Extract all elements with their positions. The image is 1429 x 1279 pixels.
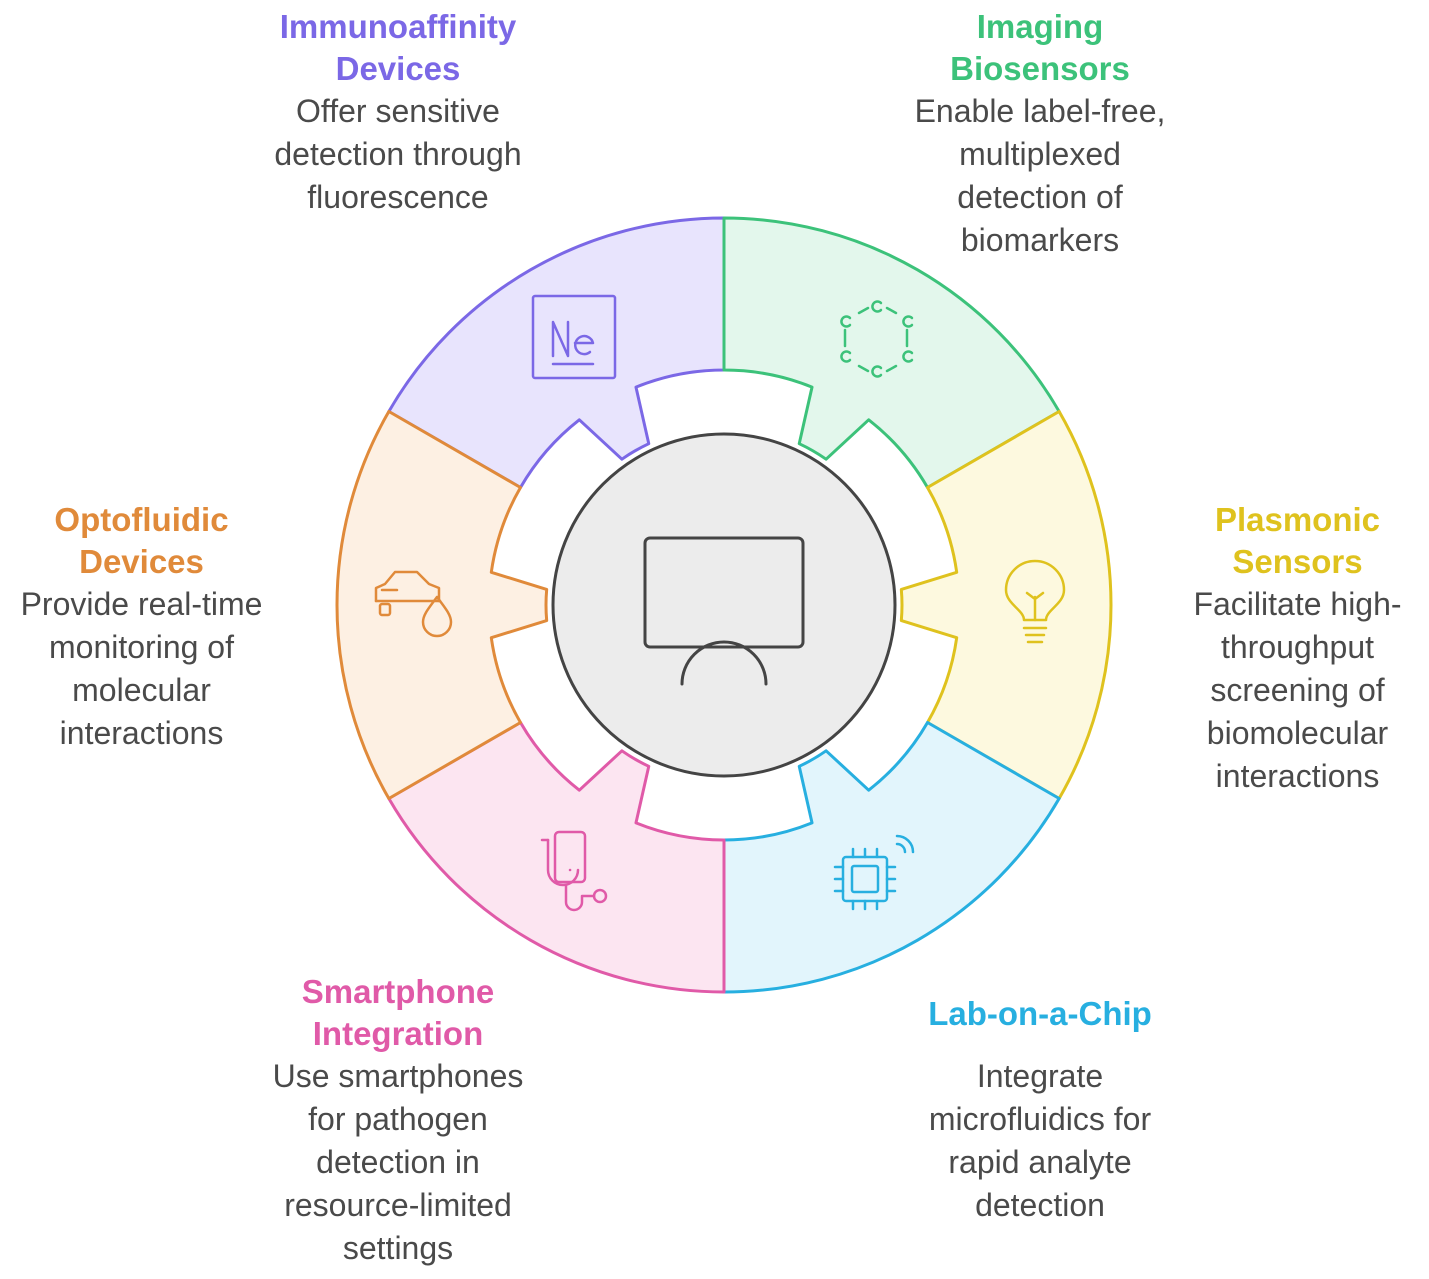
title-line: Immunoaffinity — [279, 8, 517, 45]
title-line: Optofluidic — [54, 501, 229, 538]
center-hub — [551, 432, 897, 778]
desc-line: biomolecular — [1206, 715, 1389, 751]
label-smartphone: Smartphone Integration Use smartphones f… — [238, 971, 558, 1270]
desc-line: screening of — [1210, 672, 1385, 708]
title-line: Plasmonic — [1214, 501, 1381, 538]
desc-line: resource-limited — [284, 1187, 512, 1223]
desc-line: settings — [342, 1230, 454, 1266]
imaging-title: Imaging Biosensors — [880, 6, 1200, 90]
desc-line: rapid analyte — [948, 1144, 1132, 1180]
desc-line: detection through — [274, 136, 522, 172]
optofluidic-title: Optofluidic Devices — [0, 499, 283, 583]
desc-line: Use smartphones — [272, 1058, 524, 1094]
plasmonic-description: Facilitate high- throughput screening of… — [1166, 583, 1429, 798]
label-imaging: Imaging Biosensors Enable label-free, mu… — [880, 6, 1200, 262]
desc-line: interactions — [1215, 758, 1380, 794]
label-labchip: Lab-on-a-Chip Integrate microfluidics fo… — [880, 993, 1200, 1227]
desc-line: Integrate — [976, 1058, 1104, 1094]
desc-line: interactions — [59, 715, 224, 751]
plasmonic-title: Plasmonic Sensors — [1166, 499, 1429, 583]
smartphone-title: Smartphone Integration — [238, 971, 558, 1055]
desc-line: throughput — [1220, 629, 1374, 665]
smartphone-description: Use smartphones for pathogen detection i… — [238, 1055, 558, 1270]
title-line: Imaging — [976, 8, 1104, 45]
imaging-description: Enable label-free, multiplexed detection… — [880, 90, 1200, 262]
desc-line: Facilitate high- — [1193, 586, 1402, 622]
benzene-ring-icon — [840, 300, 914, 378]
optofluidic-description: Provide real-time monitoring of molecula… — [0, 583, 283, 755]
desc-line: detection of — [957, 179, 1123, 215]
title-line: Smartphone — [301, 973, 495, 1010]
desc-line: molecular — [72, 672, 211, 708]
immunoaffinity-description: Offer sensitive detection through fluore… — [238, 90, 558, 219]
immunoaffinity-title: Immunoaffinity Devices — [238, 6, 558, 90]
title-line: Biosensors — [950, 50, 1130, 87]
labchip-description: Integrate microfluidics for rapid analyt… — [880, 1055, 1200, 1227]
title-line: Integration — [312, 1015, 484, 1052]
desc-line: for pathogen — [308, 1101, 488, 1137]
labchip-title: Lab-on-a-Chip — [880, 993, 1200, 1035]
desc-line: Provide real-time — [20, 586, 263, 622]
desc-line: detection — [975, 1187, 1105, 1223]
desc-line: microfluidics for — [928, 1101, 1152, 1137]
ne-element-icon — [531, 294, 617, 380]
desc-line: fluorescence — [307, 179, 489, 215]
desc-line: monitoring of — [49, 629, 234, 665]
title-line: Lab-on-a-Chip — [928, 995, 1152, 1032]
desc-line: multiplexed — [959, 136, 1121, 172]
title-line: Devices — [335, 50, 461, 87]
title-line: Devices — [79, 543, 204, 580]
monitor-icon — [643, 536, 805, 686]
label-plasmonic: Plasmonic Sensors Facilitate high- throu… — [1166, 499, 1429, 798]
segment-icons — [374, 294, 1066, 912]
desc-line: biomarkers — [960, 222, 1120, 258]
desc-line: detection in — [316, 1144, 480, 1180]
label-optofluidic: Optofluidic Devices Provide real-time mo… — [0, 499, 283, 755]
phone-stethoscope-icon — [540, 830, 608, 912]
lightbulb-icon — [1004, 559, 1066, 644]
desc-line: Offer sensitive — [296, 93, 500, 129]
car-oil-drop-icon — [374, 570, 453, 638]
title-line: Sensors — [1232, 543, 1363, 580]
wireless-chip-icon — [833, 834, 915, 911]
desc-line: Enable label-free, — [914, 93, 1166, 129]
ring-segments — [335, 216, 1113, 994]
label-immunoaffinity: Immunoaffinity Devices Offer sensitive d… — [238, 6, 558, 219]
